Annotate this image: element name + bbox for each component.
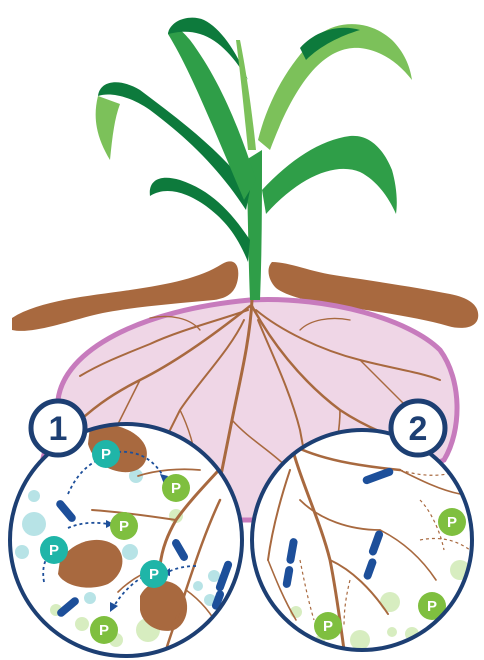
leaf [258,24,412,150]
p-label: P [323,618,333,635]
p-label: P [149,566,159,583]
corn-plant-icon [96,18,412,300]
p-label: P [101,446,111,463]
leaf [168,27,256,200]
p-label: P [171,480,181,497]
badge-2-label: 2 [409,410,428,448]
badge-1-label: 1 [49,410,68,448]
leaf [262,136,397,214]
badge-2: 2 [391,401,445,455]
p-label: P [447,514,457,531]
p-label: P [99,622,109,639]
p-label: P [119,518,129,535]
leaf [96,96,120,160]
zoom-panel-1: P P P P P P [10,424,242,656]
p-label: P [427,598,437,615]
zoom-panel-2: P P P [252,430,472,650]
p-label: P [49,542,59,559]
badge-1: 1 [31,401,85,455]
